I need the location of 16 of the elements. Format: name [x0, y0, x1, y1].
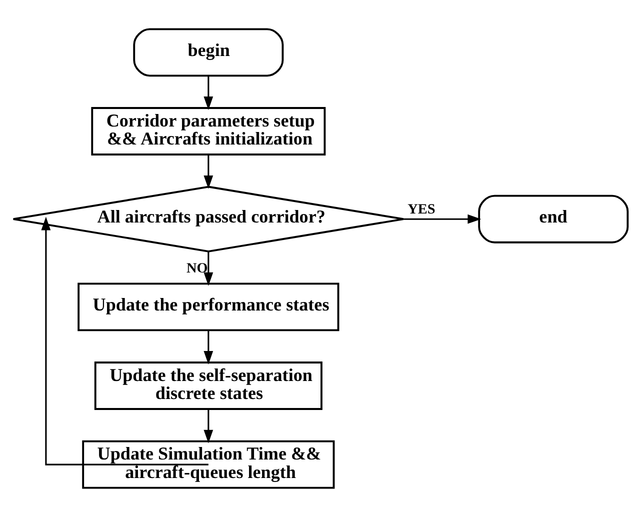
arrow	[204, 76, 214, 110]
node-box: Update Simulation Time && aircraft-queues length	[82, 440, 335, 489]
arrow	[41, 216, 208, 466]
node-diamond: All aircrafts passed corridor?	[12, 186, 404, 252]
arrow	[204, 409, 214, 444]
arrow	[204, 330, 214, 364]
arrow	[204, 252, 214, 286]
node-box: end	[478, 194, 629, 244]
edge-label: NO	[186, 260, 208, 277]
arrow	[404, 214, 482, 224]
node-box: Corridor parameters setup && Aircrafts initialization	[91, 107, 326, 156]
arrow	[204, 154, 214, 189]
node-box: Update the self-separation discrete states	[94, 362, 322, 410]
edge-label: YES	[408, 202, 436, 218]
node-box: begin	[133, 28, 284, 77]
node-box: Update the performance states	[78, 282, 340, 332]
